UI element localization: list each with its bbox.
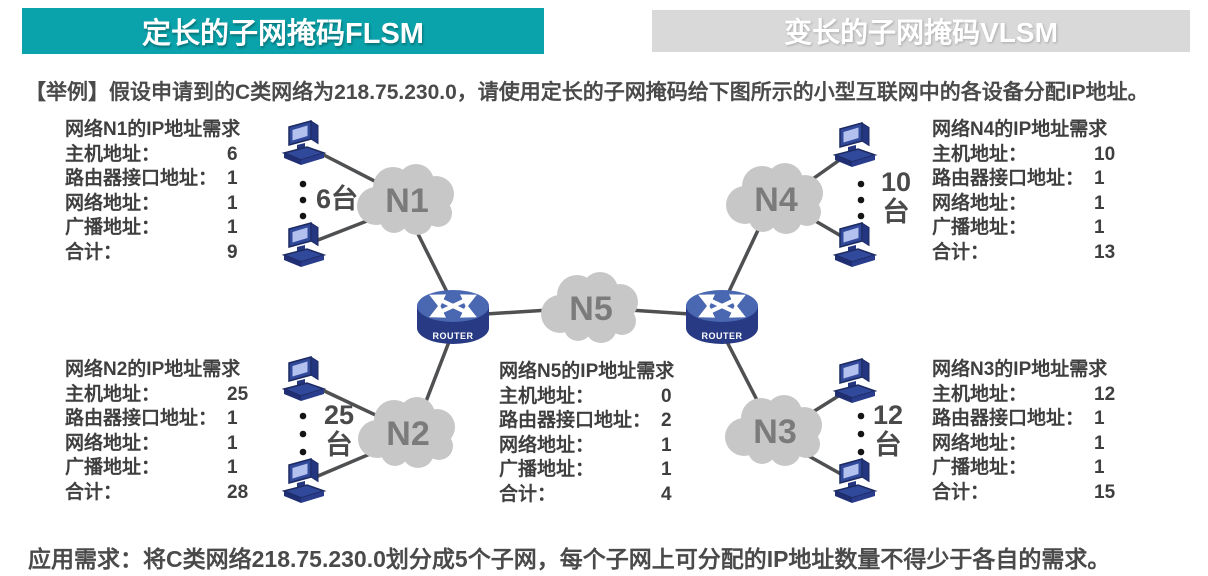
host-count-n1-number: 6 <box>316 184 332 214</box>
table-row: 主机地址：25 <box>65 383 249 405</box>
host-count-n1-unit: 台 <box>331 184 359 214</box>
host-count-n4-number: 10 <box>880 167 912 197</box>
tab-vlsm-label: 变长的子网掩码VLSM <box>784 17 1058 48</box>
table-n3: 网络N3的IP地址需求 主机地址：12 路由器接口地址：1 网络地址：1 广播地… <box>932 358 1115 505</box>
desktop-computer-icon <box>834 358 876 404</box>
host-count-n4-unit: 台 <box>882 197 910 227</box>
host-count-n2-unit: 台 <box>325 430 353 460</box>
host-count-n3-unit: 台 <box>874 430 902 460</box>
table-row: 广播地址：1 <box>65 217 238 238</box>
router-left-label: ROUTER <box>433 331 474 341</box>
tab-flsm-label: 定长的子网掩码FLSM <box>142 18 424 50</box>
table-row: 合计：13 <box>932 241 1116 263</box>
desktop-computer-icon <box>834 458 876 504</box>
table-row: 网络地址：1 <box>932 432 1105 454</box>
tab-vlsm[interactable]: 变长的子网掩码VLSM <box>652 10 1190 52</box>
table-row: 路由器接口地址：2 <box>499 410 672 431</box>
cloud-n1-label: N1 <box>385 182 428 220</box>
table-row: 路由器接口地址：1 <box>65 168 238 189</box>
desktop-computer-icon <box>283 222 325 268</box>
desktop-computer-icon <box>283 356 325 402</box>
host-count-n2-number: 25 <box>323 400 355 430</box>
table-row: 网络地址：1 <box>65 192 238 214</box>
desktop-computer-icon <box>283 458 325 504</box>
cloud-n4-label: N4 <box>754 181 798 219</box>
table-row: 路由器接口地址：1 <box>932 408 1105 429</box>
router-right-label: ROUTER <box>702 331 743 341</box>
table-row: 合计：4 <box>499 483 672 505</box>
table-row: 网络地址：1 <box>932 192 1105 214</box>
requirement-text: 应用需求：将C类网络218.75.230.0划分成5个子网，每个子网上可分配的I… <box>28 546 1111 572</box>
table-row: 主机地址：6 <box>65 143 238 165</box>
table-title: 网络N3的IP地址需求 <box>932 359 1108 380</box>
table-title: 网络N2的IP地址需求 <box>65 359 241 380</box>
table-row: 主机地址：10 <box>932 143 1116 165</box>
table-row: 路由器接口地址：1 <box>65 408 238 429</box>
table-title: 网络N1的IP地址需求 <box>65 119 241 140</box>
table-row: 广播地址：1 <box>499 459 672 480</box>
table-n1: 网络N1的IP地址需求 主机地址：6 路由器接口地址：1 网络地址：1 广播地址… <box>65 118 240 265</box>
table-row: 网络地址：1 <box>65 432 238 454</box>
table-row: 路由器接口地址：1 <box>932 168 1105 189</box>
desktop-computer-icon <box>834 222 876 268</box>
cloud-n5-label: N5 <box>569 290 612 328</box>
table-n5: 网络N5的IP地址需求 主机地址：0 路由器接口地址：2 网络地址：1 广播地址… <box>499 360 674 507</box>
cloud-n2-label: N2 <box>386 415 429 453</box>
example-text: 【举例】假设申请到的C类网络为218.75.230.0，请使用定长的子网掩码给下… <box>25 81 1149 104</box>
table-row: 合计：15 <box>932 481 1116 503</box>
table-row: 广播地址：1 <box>65 457 238 478</box>
cloud-n3-label: N3 <box>753 413 796 451</box>
table-row: 广播地址：1 <box>932 457 1105 478</box>
table-row: 合计：9 <box>65 241 238 263</box>
tab-flsm[interactable]: 定长的子网掩码FLSM <box>22 8 544 54</box>
table-title: 网络N4的IP地址需求 <box>932 119 1108 140</box>
table-title: 网络N5的IP地址需求 <box>499 361 675 382</box>
table-row: 主机地址：12 <box>932 383 1116 405</box>
table-row: 网络地址：1 <box>499 434 672 456</box>
table-row: 主机地址：0 <box>499 385 672 407</box>
desktop-computer-icon <box>834 122 876 168</box>
ellipsis-dots-icon <box>299 180 865 456</box>
table-n2: 网络N2的IP地址需求 主机地址：25 路由器接口地址：1 网络地址：1 广播地… <box>65 358 248 505</box>
table-n4: 网络N4的IP地址需求 主机地址：10 路由器接口地址：1 网络地址：1 广播地… <box>932 118 1115 265</box>
host-count-n3-number: 12 <box>872 400 904 430</box>
table-row: 合计：28 <box>65 481 249 503</box>
desktop-computer-icon <box>283 120 325 166</box>
table-row: 广播地址：1 <box>932 217 1105 238</box>
